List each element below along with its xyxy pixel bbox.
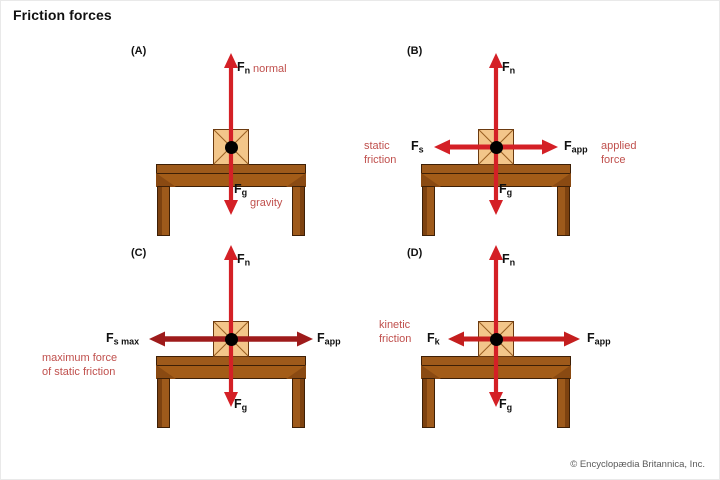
applied-force-symbol: F: [564, 139, 572, 153]
panel-d-label: (D): [407, 247, 423, 259]
table-leg-left: [422, 186, 435, 236]
panel-a-label: (A): [131, 45, 147, 57]
panel-d: (D): [361, 239, 720, 454]
normal-force-label-c: Fn: [237, 253, 250, 268]
applied-force-subscript: app: [324, 336, 341, 347]
applied-force-label-c: Fapp: [317, 332, 341, 347]
normal-force-subscript: n: [244, 257, 251, 268]
applied-force-symbol: F: [587, 331, 595, 345]
gravity-force-subscript: g: [241, 402, 248, 413]
normal-force-subscript: n: [244, 65, 251, 76]
gravity-force-subscript: g: [241, 187, 248, 198]
gravity-force-label-b: Fg: [499, 183, 512, 198]
normal-force-symbol: F: [237, 60, 245, 74]
static-friction-label-b: Fs: [411, 140, 424, 155]
normal-force-label-b: Fn: [502, 61, 515, 76]
table-leg-left: [157, 186, 170, 236]
center-dot-b: [489, 140, 503, 154]
applied-force-symbol: F: [317, 331, 325, 345]
table-leg-left: [157, 378, 170, 428]
gravity-force-symbol: F: [234, 397, 242, 411]
gravity-force-symbol: F: [499, 182, 507, 196]
normal-force-subscript: n: [509, 257, 516, 268]
normal-force-description-a: normal: [253, 63, 287, 75]
gravity-force-symbol: F: [499, 397, 507, 411]
normal-force-label-d: Fn: [502, 253, 515, 268]
center-dot-a: [224, 140, 238, 154]
panel-b-label: (B): [407, 45, 423, 57]
normal-force-symbol: F: [502, 252, 510, 266]
static-friction-symbol: F: [411, 139, 419, 153]
gravity-force-subscript: g: [506, 187, 513, 198]
page-title: Friction forces: [13, 7, 112, 23]
table-leg-left: [422, 378, 435, 428]
panel-b: (B): [361, 31, 720, 246]
max-static-friction-symbol: F: [106, 331, 114, 345]
table-leg-right: [557, 186, 570, 236]
vertical-force-arrow-c: [223, 245, 239, 407]
gravity-force-label-c: Fg: [234, 398, 247, 413]
max-static-friction-subscript: s max: [113, 336, 140, 347]
vertical-force-arrow-a: [223, 53, 239, 215]
panel-c-label: (C): [131, 247, 147, 259]
gravity-force-label-d: Fg: [499, 398, 512, 413]
applied-force-label-d: Fapp: [587, 332, 611, 347]
normal-force-label-a: Fn: [237, 61, 250, 76]
center-dot-c: [224, 332, 238, 346]
normal-force-subscript: n: [509, 65, 516, 76]
static-friction-description-b: static friction: [364, 140, 397, 167]
gravity-force-description-a: gravity: [250, 197, 283, 209]
vertical-force-arrow-d: [488, 245, 504, 407]
normal-force-symbol: F: [502, 60, 510, 74]
horizontal-force-arrow-d: [448, 331, 580, 347]
table-leg-right: [292, 186, 305, 236]
max-static-friction-label-c: Fs max: [106, 332, 139, 347]
table-leg-right: [292, 378, 305, 428]
panel-c: (C): [1, 239, 361, 454]
kinetic-friction-label-d: Fk: [427, 332, 440, 347]
applied-force-subscript: app: [594, 336, 611, 347]
applied-force-subscript: app: [571, 144, 588, 155]
gravity-force-subscript: g: [506, 402, 513, 413]
panel-a: (A) Fn normal Fg: [1, 31, 361, 246]
center-dot-d: [489, 332, 503, 346]
applied-force-label-b: Fapp: [564, 140, 588, 155]
gravity-force-label-a: Fg: [234, 183, 247, 198]
applied-force-description-b: applied force: [601, 140, 637, 167]
kinetic-friction-symbol: F: [427, 331, 435, 345]
table-leg-right: [557, 378, 570, 428]
kinetic-friction-description-d: kinetic friction: [379, 319, 412, 346]
max-static-friction-description-c: maximum force of static friction: [42, 352, 118, 379]
vertical-force-arrow-b: [488, 53, 504, 215]
static-friction-subscript: s: [418, 144, 424, 155]
kinetic-friction-subscript: k: [434, 336, 440, 347]
copyright-notice: © Encyclopædia Britannica, Inc.: [570, 459, 705, 470]
gravity-force-symbol: F: [234, 182, 242, 196]
normal-force-symbol: F: [237, 252, 245, 266]
